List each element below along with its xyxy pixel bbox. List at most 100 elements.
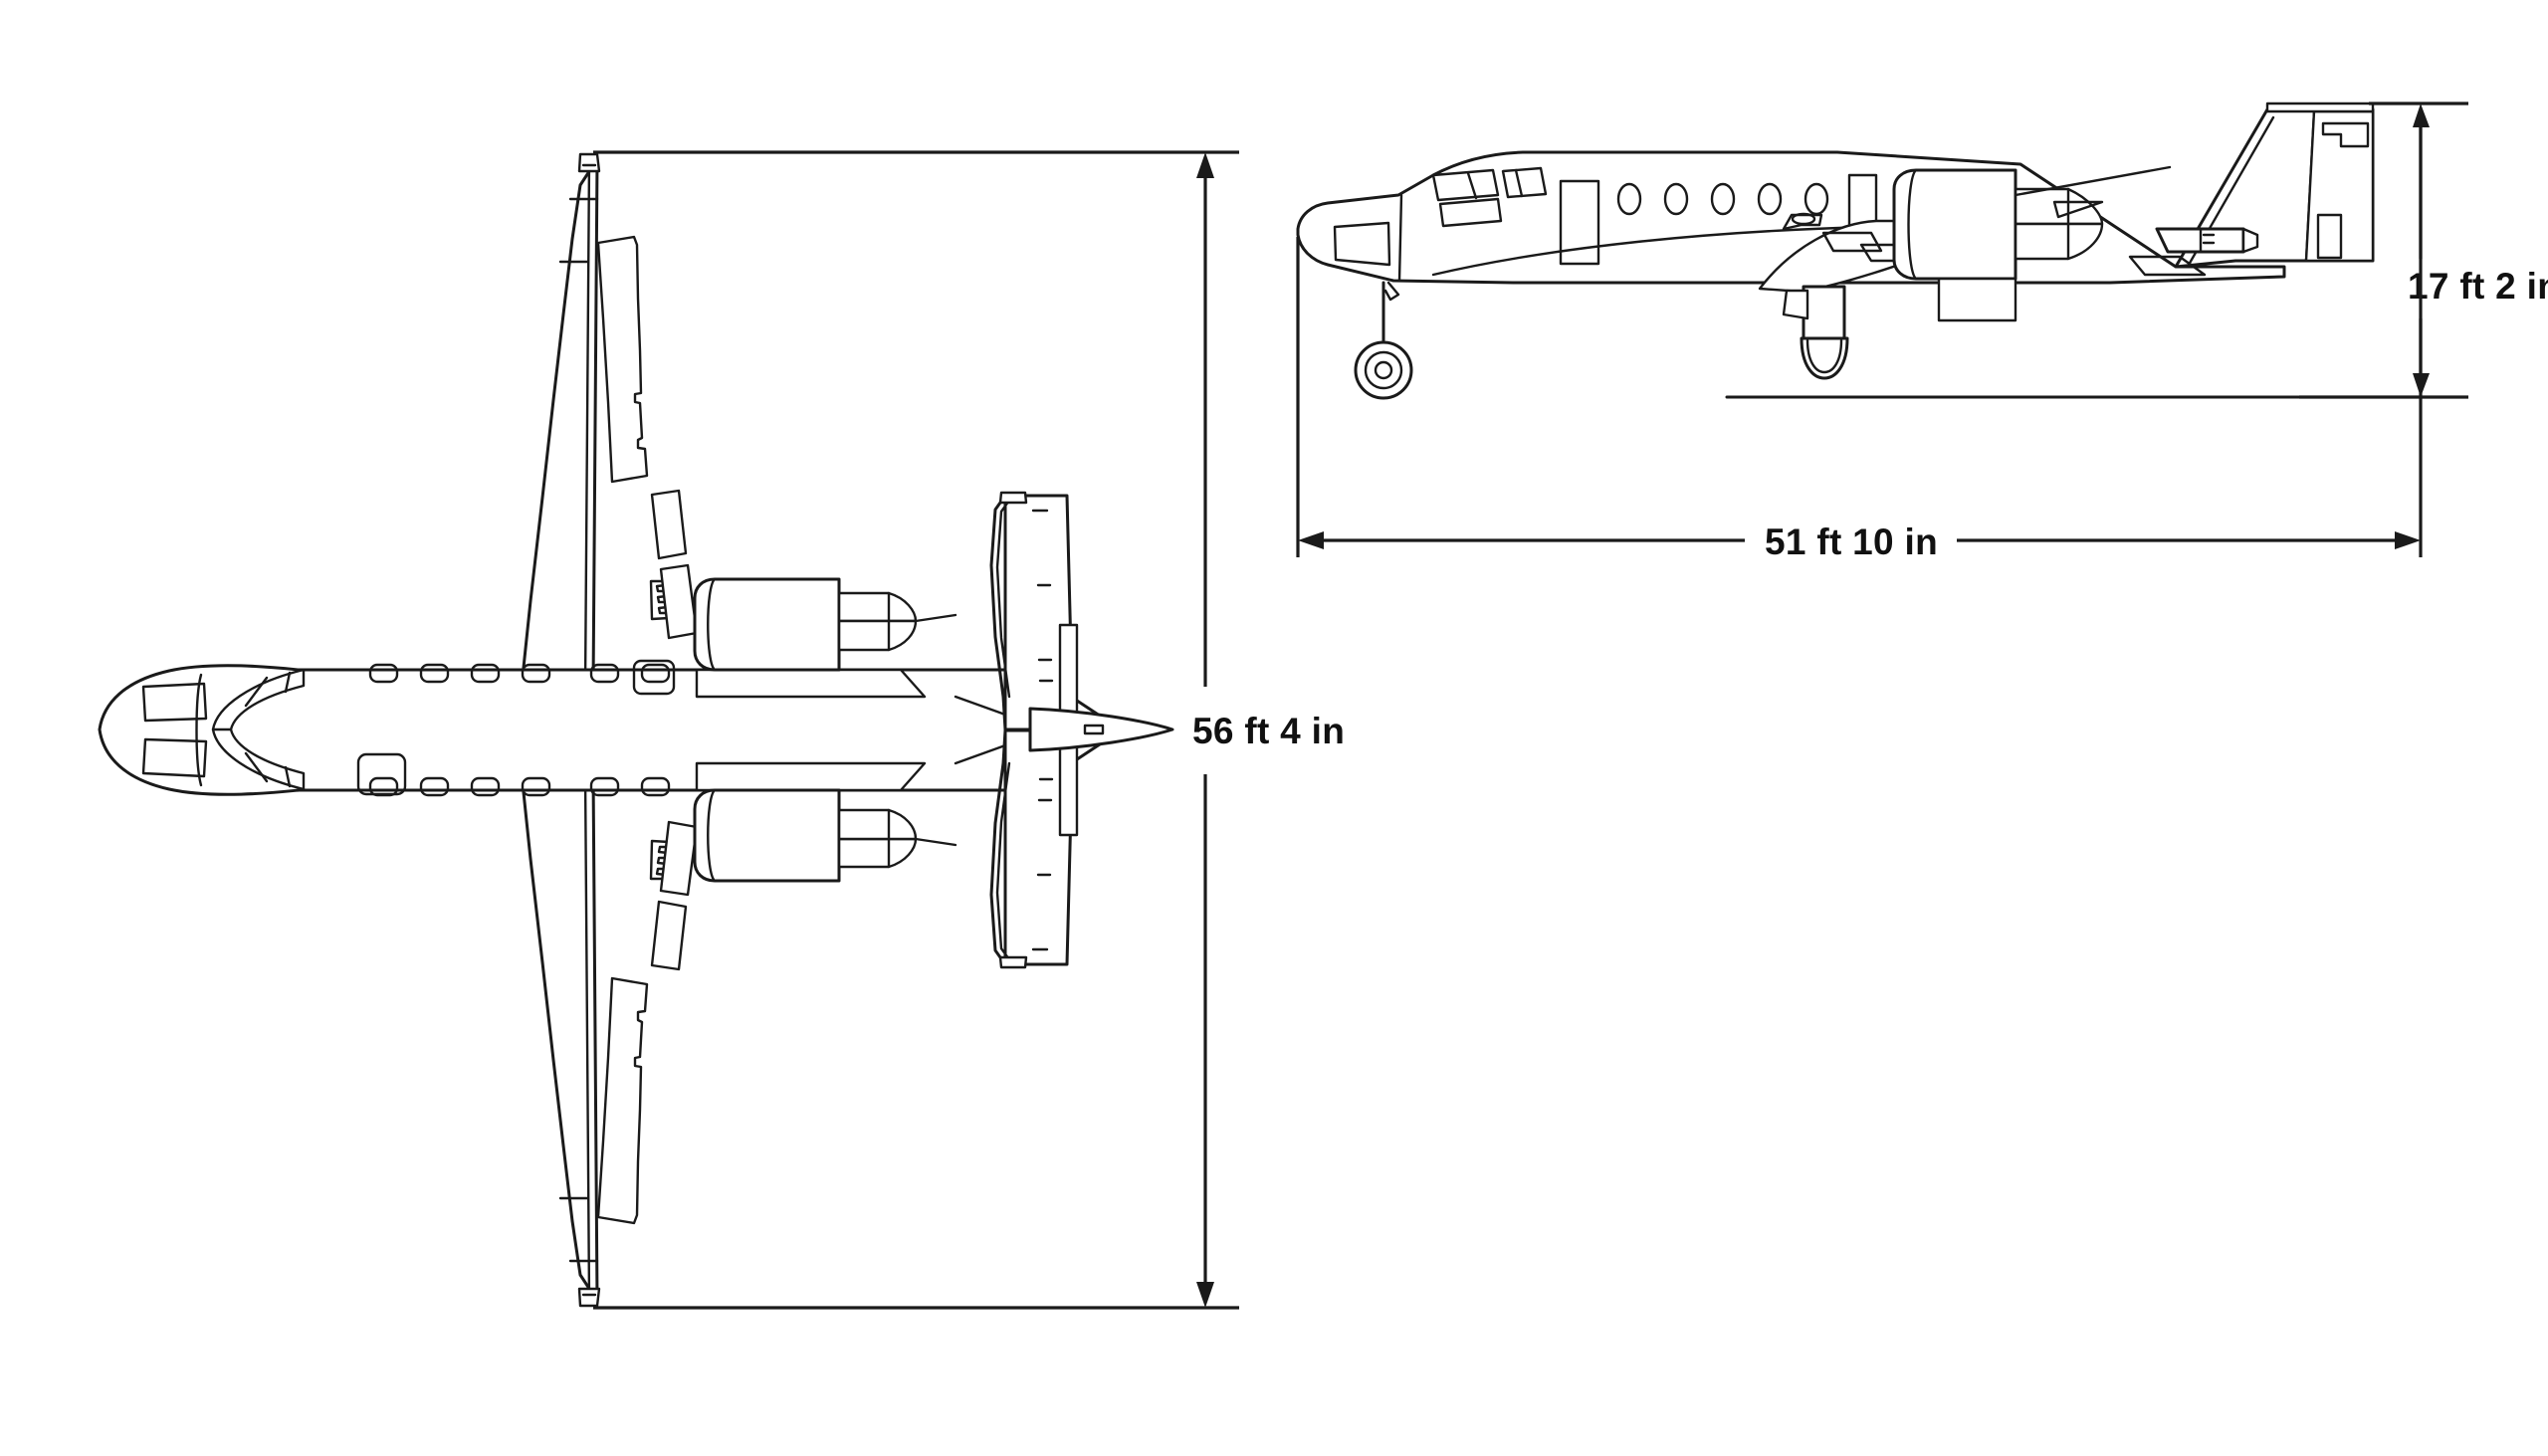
- htail-lower-leading-edge: [989, 728, 1007, 966]
- lower-wing: [520, 771, 699, 1308]
- cabin-window-u6: [640, 663, 671, 684]
- cockpit-window-post-2: [1514, 168, 1524, 198]
- cabin-window-l2: [419, 776, 450, 797]
- htail-upper-tip: [998, 491, 1028, 505]
- length-label: 51 ft 10 in: [1765, 521, 1938, 562]
- tail-fillet-upper: [954, 695, 1007, 717]
- cockpit-windshield-plan: [211, 668, 306, 791]
- wingspan-arrow-up: [1196, 152, 1214, 178]
- upper-nacelle-body: [693, 577, 841, 672]
- vertical-stabilizer: [2174, 102, 2375, 269]
- htail-lower-tip: [998, 955, 1028, 969]
- cabin-window-u3: [470, 663, 501, 684]
- upper-nacelle-tail-line: [914, 613, 957, 623]
- upper-nacelle-inlet-lip: [707, 577, 717, 672]
- nose-panel-lower: [141, 737, 208, 778]
- lower-engine-pylon: [695, 761, 927, 792]
- length-arrow-right: [2395, 531, 2421, 549]
- tail-cone-plan: [954, 695, 1174, 765]
- cockpit-window-post-1: [1466, 171, 1478, 200]
- windshield-mullion-2: [284, 671, 292, 694]
- htail-upper-le-inner: [995, 496, 1013, 699]
- cabin-window-l4: [521, 776, 551, 797]
- rudder-tab-lower: [2316, 213, 2343, 260]
- nacelle-inlet-lip-side: [1907, 168, 1918, 281]
- upper-flap-outer: [650, 489, 688, 560]
- cockpit-window-lower: [1438, 197, 1503, 228]
- ventral-strake: [2128, 255, 2207, 277]
- flap-panel-1: [1821, 231, 1883, 253]
- cabin-window-l6: [640, 776, 671, 797]
- nose-baggage-door: [1333, 221, 1391, 267]
- cabin-window-s3: [1710, 182, 1736, 216]
- top-view: [98, 152, 1174, 1308]
- windshield-mullion-1: [244, 676, 269, 708]
- nose-gear-wheel-outer: [1354, 340, 1413, 400]
- cabin-window-u5: [589, 663, 620, 684]
- upper-wing-tip: [577, 152, 601, 173]
- cabin-window-s1: [1616, 182, 1642, 216]
- main-gear-tire-inner: [1805, 338, 1843, 374]
- wingspan-dimension: 56 ft 4 in: [593, 150, 1345, 1310]
- upper-wing-leading-edge-line: [583, 157, 591, 689]
- belly-fairing-line: [1431, 225, 1873, 277]
- cabin-window-u4: [521, 663, 551, 684]
- htail-upper-leading-edge: [989, 494, 1007, 731]
- main-gear-wheel: [1800, 336, 1849, 380]
- cabin-window-s2: [1663, 182, 1689, 216]
- fuselage-plan: [98, 664, 1117, 796]
- length-dimension: 51 ft 10 in: [1296, 109, 2423, 562]
- side-view: [1296, 102, 2375, 400]
- tail-cone-outline: [1028, 707, 1174, 752]
- lower-aileron: [596, 976, 649, 1225]
- wing-upper-surface-detail: [1782, 213, 1823, 231]
- height-label: 17 ft 2 in: [2408, 266, 2548, 307]
- pylon-upper-fillet: [2014, 165, 2172, 197]
- fuselage-outline-plan: [98, 664, 1117, 796]
- lower-engine: [693, 761, 957, 883]
- cockpit-window-aft: [1501, 166, 1548, 199]
- lower-nacelle-tail-line: [914, 837, 957, 847]
- cabin-windows-plan-upper: [368, 659, 676, 696]
- tail-cone-apu-detail: [1083, 724, 1105, 735]
- wingspan-label: 56 ft 4 in: [1192, 711, 1345, 751]
- wing-fairing-fitting: [1791, 212, 1816, 226]
- main-landing-gear: [1782, 285, 1849, 380]
- windshield-mullion-4: [284, 765, 292, 788]
- main-gear-door: [1782, 289, 1809, 320]
- vtail-tip-cap: [2265, 102, 2375, 113]
- cabin-window-u1: [368, 663, 399, 684]
- lower-wing-leading-edge-line: [583, 771, 591, 1303]
- nacelle-body-side: [1892, 168, 2017, 281]
- length-arrow-left: [1298, 531, 1324, 549]
- emergency-exit-hatch: [632, 659, 676, 696]
- lower-nacelle-inlet-lip: [707, 788, 717, 883]
- cabin-window-s4: [1757, 182, 1783, 216]
- nose-landing-gear: [1354, 281, 1413, 400]
- nose-gear-wheel-mid: [1364, 350, 1403, 390]
- nose-radome-seam-side: [1397, 193, 1403, 283]
- horizontal-stabilizer-plan: [989, 491, 1079, 969]
- wingspan-arrow-down: [1196, 1282, 1214, 1308]
- htail-lower-le-inner: [995, 761, 1013, 964]
- windshield-frame: [211, 668, 306, 791]
- lower-wing-tip: [577, 1287, 601, 1308]
- cabin-window-u2: [419, 663, 450, 684]
- passenger-door-side: [1559, 179, 1600, 266]
- upper-engine: [693, 577, 957, 699]
- rudder-tab-upper: [2321, 121, 2370, 148]
- cabin-windows-plan-lower: [356, 752, 671, 797]
- nose-panel-upper: [141, 682, 208, 723]
- upper-aileron: [596, 235, 649, 484]
- cockpit-window-fwd: [1431, 168, 1500, 202]
- engine-nacelle-side: [1892, 165, 2172, 322]
- lower-nacelle-body: [693, 788, 841, 883]
- nose-gear-door: [1383, 281, 1400, 302]
- engine-pylon-side: [1937, 277, 2017, 322]
- cabin-window-l5: [589, 776, 620, 797]
- htail-side-tip: [2241, 227, 2259, 254]
- passenger-door-plan: [356, 752, 407, 796]
- pylon-wedge-detail: [2052, 200, 2104, 219]
